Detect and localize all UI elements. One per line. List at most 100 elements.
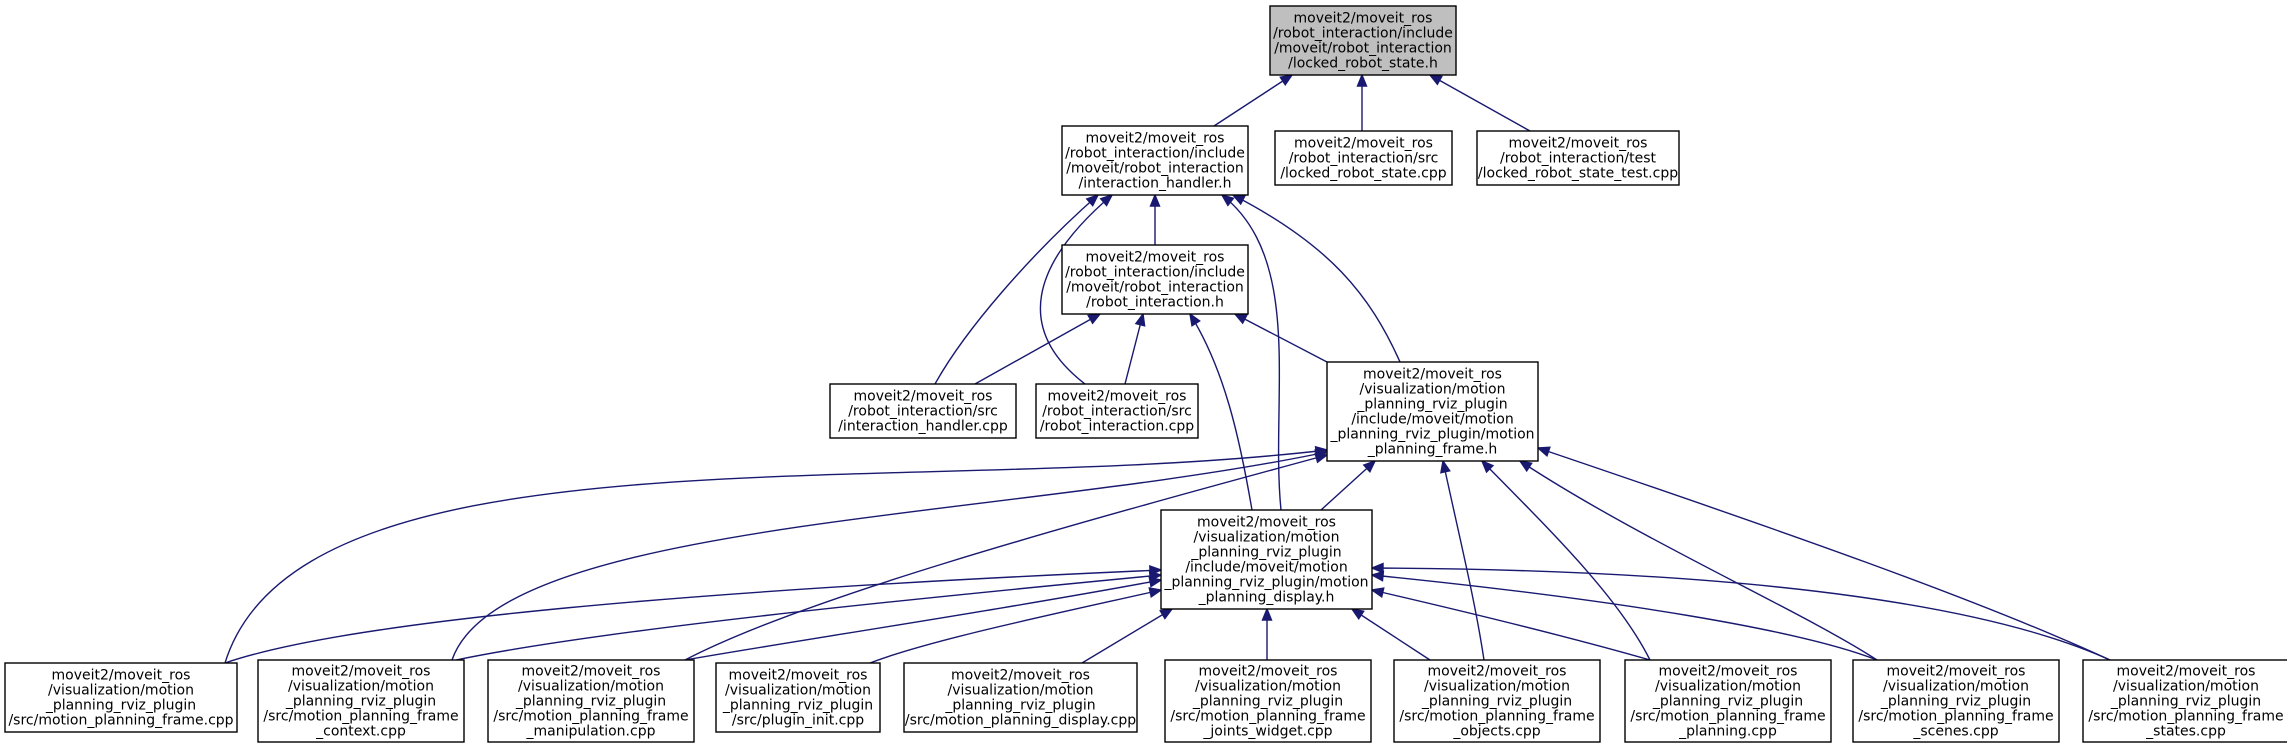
edge-rih-ih_cpp	[974, 313, 1102, 385]
edge-arrowhead	[1087, 313, 1102, 325]
node-box	[1393, 659, 1601, 743]
edge-arrowhead	[1148, 587, 1163, 598]
node-ihh[interactable]: moveit2/moveit_ros/robot_interaction/inc…	[1061, 125, 1249, 196]
node-f-joints[interactable]: moveit2/moveit_ros/visualization/motion_…	[1164, 659, 1372, 743]
node-label-line: moveit2/moveit_ros	[951, 668, 1090, 684]
edge-line	[869, 589, 1162, 664]
node-label-line: /moveit/robot_interaction	[1274, 41, 1452, 57]
edge-rih-mpf_h	[1233, 313, 1328, 363]
node-f-planning[interactable]: moveit2/moveit_ros/visualization/motion_…	[1624, 659, 1832, 743]
edge-mpd_h-f_scenes	[1370, 570, 1878, 661]
edge-line	[1442, 460, 1485, 661]
edge-arrowhead	[1134, 312, 1146, 327]
node-mpf-h[interactable]: moveit2/moveit_ros/visualization/motion_…	[1326, 361, 1539, 462]
node-f-manip[interactable]: moveit2/moveit_ros/visualization/motion_…	[487, 659, 695, 743]
edge-arrowhead	[1279, 73, 1294, 87]
node-label-line: moveit2/moveit_ros	[1197, 515, 1336, 531]
node-label-line: _planning_rviz_plugin	[944, 698, 1095, 714]
node-label-line: _manipulation.cpp	[526, 724, 656, 740]
edge-mpf_h-f_objects	[1440, 459, 1485, 661]
node-ih-cpp[interactable]: moveit2/moveit_ros/robot_interaction/src…	[829, 383, 1017, 439]
edge-line	[1232, 194, 1401, 363]
edge-line	[1213, 74, 1293, 127]
edge-ihh-mpf_h	[1231, 194, 1401, 363]
edge-arrowhead	[1099, 193, 1114, 207]
node-label-line: _joints_widget.cpp	[1202, 724, 1332, 740]
edge-line	[1371, 589, 1651, 661]
node-ri-cpp[interactable]: moveit2/moveit_ros/robot_interaction/src…	[1035, 383, 1199, 439]
node-label-line: /moveit/robot_interaction	[1066, 280, 1244, 296]
edge-line	[1189, 313, 1253, 511]
edge-arrowhead	[1440, 459, 1451, 474]
node-label-line: /src/motion_planning_frame	[263, 709, 458, 725]
node-box	[1160, 509, 1373, 610]
edge-arrowhead	[1261, 607, 1273, 621]
node-label-line: moveit2/moveit_ros	[1199, 664, 1338, 680]
node-lrs-cpp[interactable]: moveit2/moveit_ros/robot_interaction/src…	[1274, 130, 1453, 186]
node-f-init[interactable]: moveit2/moveit_ros/visualization/motion_…	[715, 662, 881, 733]
node-label-line: _planning_rviz_plugin	[1652, 694, 1803, 710]
node-label-line: /visualization/motion	[1883, 679, 2029, 695]
node-label-line: /locked_robot_state.cpp	[1280, 166, 1446, 182]
node-label-line: /interaction_handler.h	[1079, 176, 1232, 192]
node-rih[interactable]: moveit2/moveit_ros/robot_interaction/inc…	[1061, 244, 1249, 315]
node-label-line: moveit2/moveit_ros	[1363, 367, 1502, 383]
node-label-line: moveit2/moveit_ros	[1509, 136, 1648, 152]
node-label-line: _scenes.cpp	[1912, 724, 1998, 740]
node-f-display[interactable]: moveit2/moveit_ros/visualization/motion_…	[903, 662, 1138, 733]
node-f-frame[interactable]: moveit2/moveit_ros/visualization/motion_…	[4, 662, 238, 733]
node-label-line: /interaction_handler.cpp	[838, 419, 1008, 435]
node-box	[1164, 659, 1372, 743]
edge-line	[1221, 194, 1282, 511]
edge-root-lrs_cpp	[1356, 73, 1368, 131]
node-label-line: /visualization/motion	[1655, 679, 1801, 695]
edge-line	[1537, 447, 2111, 661]
node-label-line: /robot_interaction/src	[848, 404, 998, 420]
edge-mpd_h-f_context	[455, 570, 1163, 661]
edge-arrowhead	[1233, 313, 1248, 325]
edge-line	[1371, 567, 2111, 661]
edge-arrowhead	[1314, 452, 1329, 464]
node-f-objects[interactable]: moveit2/moveit_ros/visualization/motion_…	[1393, 659, 1601, 743]
edge-arrowhead	[1148, 576, 1163, 588]
edge-line	[1519, 460, 1878, 661]
edge-line	[1351, 608, 1431, 661]
edge-line	[974, 313, 1101, 385]
node-box	[487, 659, 695, 743]
node-box	[1035, 383, 1199, 439]
node-label-line: _planning_rviz_plugin	[1190, 545, 1341, 561]
node-label-line: /src/motion_planning_frame	[1630, 709, 1825, 725]
edge-line	[1124, 313, 1144, 385]
edge-mpd_h-f_display	[1081, 608, 1174, 664]
node-label-line: /robot_interaction/src	[1289, 151, 1439, 167]
edge-mpf_h-f_manip	[684, 452, 1329, 661]
edge-arrowhead	[1428, 74, 1443, 86]
edge-mpd_h-f_init	[869, 587, 1163, 664]
node-label-line: /src/plugin_init.cpp	[732, 713, 864, 729]
edge-line	[684, 454, 1328, 661]
node-label-line: /visualization/motion	[948, 683, 1094, 699]
node-box	[1061, 125, 1249, 196]
node-label-line: /include/moveit/motion	[1185, 560, 1347, 576]
node-label-line: /visualization/motion	[518, 679, 664, 695]
node-label-line: /src/motion_planning_frame	[2088, 709, 2283, 725]
node-label-line: /src/motion_planning_frame	[493, 709, 688, 725]
edge-rih-ri_cpp	[1124, 312, 1146, 385]
node-label-line: moveit2/moveit_ros	[1086, 250, 1225, 266]
node-label-line: moveit2/moveit_ros	[1428, 664, 1567, 680]
node-label-line: _planning_rviz_plugin	[515, 694, 666, 710]
node-label-line: moveit2/moveit_ros	[1294, 11, 1433, 27]
node-label-line: moveit2/moveit_ros	[52, 668, 191, 684]
node-label-line: _planning_rviz_plugin	[722, 698, 873, 714]
node-label-line: moveit2/moveit_ros	[1294, 136, 1433, 152]
edge-arrowhead	[1356, 73, 1368, 87]
node-f-states[interactable]: moveit2/moveit_ros/visualization/motion_…	[2082, 659, 2287, 743]
node-root[interactable]: moveit2/moveit_ros/robot_interaction/inc…	[1269, 5, 1457, 76]
node-label-line: _planning_display.h	[1198, 590, 1335, 606]
node-f-scenes[interactable]: moveit2/moveit_ros/visualization/motion_…	[1852, 659, 2060, 743]
node-mpd-h[interactable]: moveit2/moveit_ros/visualization/motion_…	[1160, 509, 1373, 610]
node-label-line: _planning_rviz_plugin	[1421, 694, 1572, 710]
node-f-context[interactable]: moveit2/moveit_ros/visualization/motion_…	[257, 659, 465, 743]
node-lrs-test[interactable]: moveit2/moveit_ros/robot_interaction/tes…	[1476, 130, 1680, 186]
node-label-line: moveit2/moveit_ros	[1659, 664, 1798, 680]
